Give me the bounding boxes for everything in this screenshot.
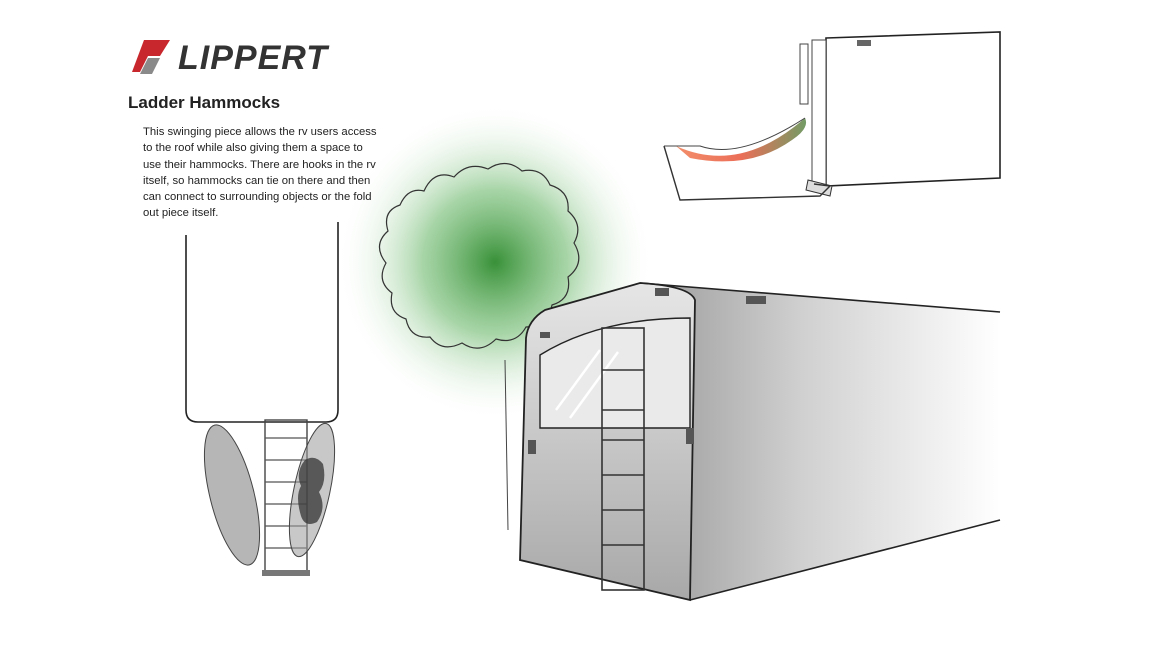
slide-description: This swinging piece allows the rv users … — [143, 126, 377, 220]
rv-hammock-detail-sketch — [663, 31, 1001, 201]
rv-rear-view-sketch — [185, 222, 339, 576]
slide-title: Ladder Hammocks — [128, 93, 281, 112]
lippert-logo-icon — [132, 40, 170, 74]
brand-wordmark: LIPPERT — [178, 39, 328, 77]
lippert-logo: LIPPERT — [130, 38, 370, 78]
rv-perspective-sketch — [519, 282, 1001, 602]
